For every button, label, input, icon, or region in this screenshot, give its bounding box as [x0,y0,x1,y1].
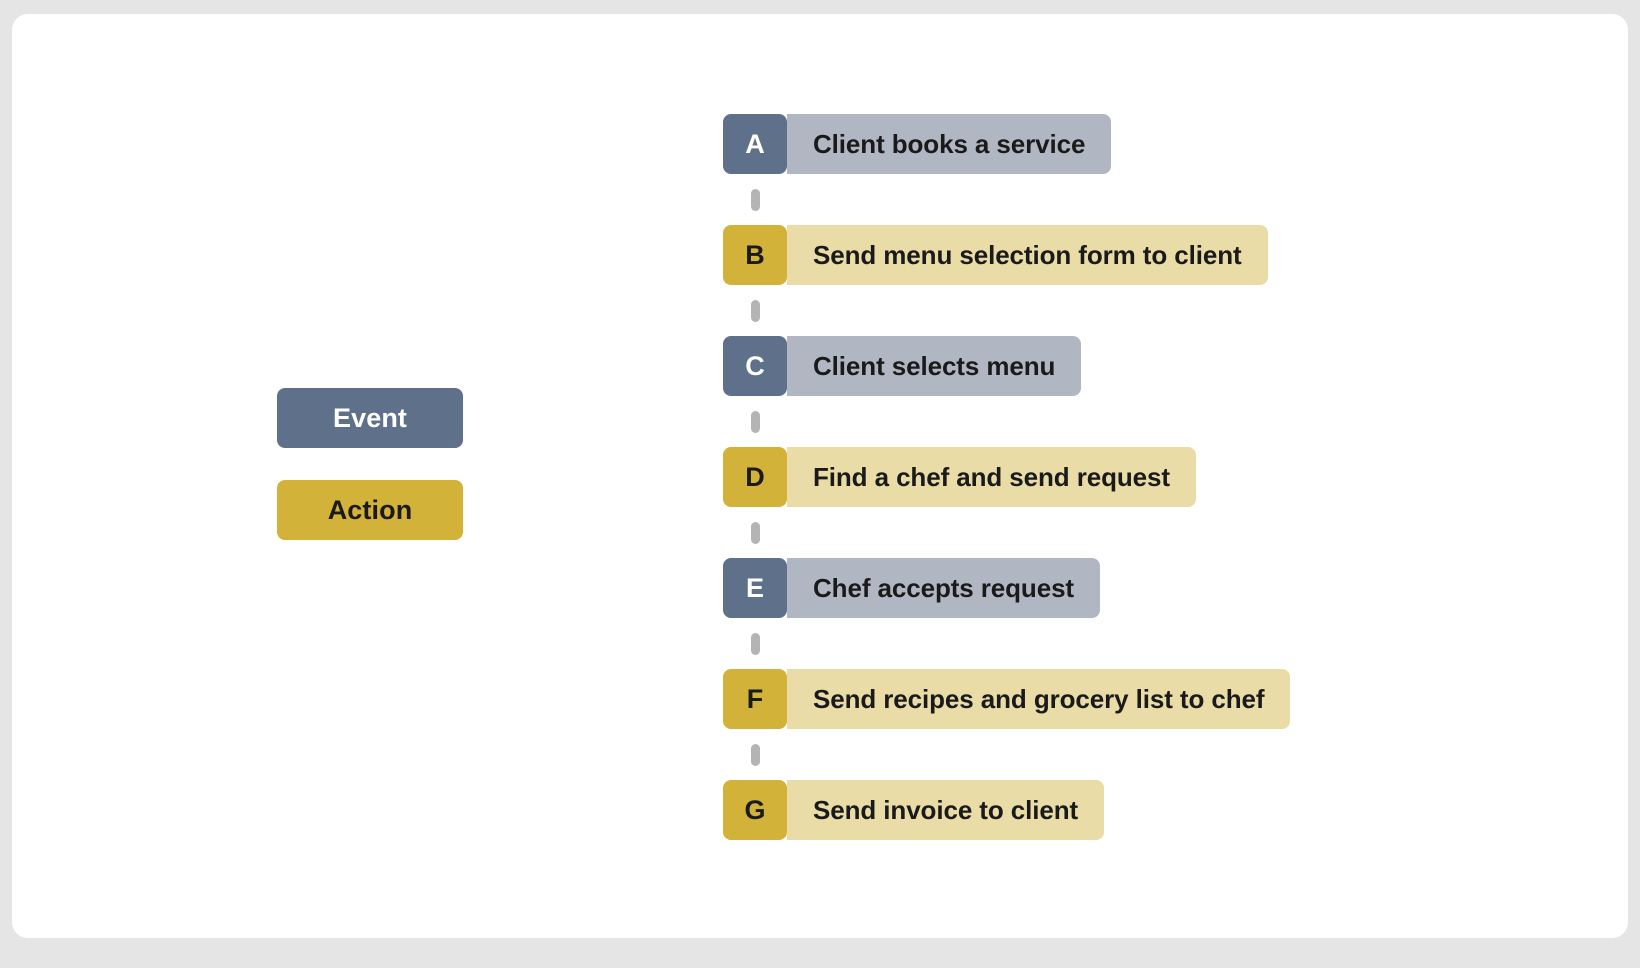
flow-node-b[interactable]: B Send menu selection form to client [723,225,1290,285]
connector-segment-icon [750,410,760,433]
flow-node-g-text: Send invoice to client [813,794,1079,825]
flow-node-d-label: Find a chef and send request [787,447,1196,507]
flow-node-e[interactable]: E Chef accepts request [723,558,1290,618]
flow-node-g-label: Send invoice to client [787,780,1105,840]
flow-node-b-id: B [745,239,765,270]
flow-node-c[interactable]: C Client selects menu [723,336,1290,396]
legend-item-action-label: Action [327,494,413,525]
connector-c-d [723,396,787,447]
flow-node-c-text: Client selects menu [813,350,1056,381]
flow-node-c-label: Client selects menu [787,336,1082,396]
flow-node-g-id: G [744,794,766,825]
flow-node-d[interactable]: D Find a chef and send request [723,447,1290,507]
flow-node-d-badge: D [723,447,787,507]
flow-node-d-id: D [745,461,765,492]
flow-node-e-text: Chef accepts request [813,572,1074,603]
flow-node-e-label: Chef accepts request [787,558,1100,618]
flow-node-g-badge: G [723,780,787,840]
connector-segment-icon [750,743,760,766]
flow-node-e-id: E [745,572,764,603]
legend-item-event-label: Event [332,402,408,433]
flow-node-b-text: Send menu selection form to client [813,239,1242,270]
connector-segment-icon [750,521,760,544]
flow-node-f-id: F [746,683,764,714]
flow-node-c-id: C [745,350,765,381]
flow-node-b-badge: B [723,225,787,285]
flow-node-c-badge: C [723,336,787,396]
flow-node-f[interactable]: F Send recipes and grocery list to chef [723,669,1291,729]
flow-node-a-badge: A [723,114,787,174]
connector-segment-icon [750,299,760,322]
connector-b-c [723,285,787,336]
flow-node-f-label: Send recipes and grocery list to chef [787,669,1291,729]
flow-node-a-id: A [745,128,765,159]
flow-node-e-badge: E [723,558,787,618]
flow-node-a[interactable]: A Client books a service [723,114,1290,174]
flowchart: A Client books a service B Send menu sel… [723,114,1291,840]
flow-node-b-label: Send menu selection form to client [787,225,1268,285]
flow-node-g[interactable]: G Send invoice to client [723,780,1290,840]
flow-node-a-label: Client books a service [787,114,1112,174]
connector-d-e [723,507,787,558]
flow-node-d-text: Find a chef and send request [813,461,1170,492]
flow-node-f-text: Send recipes and grocery list to chef [813,683,1265,714]
connector-a-b [723,174,787,225]
connector-segment-icon [750,188,760,211]
connector-f-g [723,729,787,780]
connector-segment-icon [750,632,760,655]
legend-item-action[interactable]: Action [277,480,463,540]
flow-node-a-text: Client books a service [813,128,1086,159]
flow-node-f-badge: F [723,669,787,729]
legend-item-event[interactable]: Event [277,388,463,448]
diagram-canvas: Event Action A Client books a service [12,14,1628,938]
connector-e-f [723,618,787,669]
legend: Event Action [277,388,463,540]
